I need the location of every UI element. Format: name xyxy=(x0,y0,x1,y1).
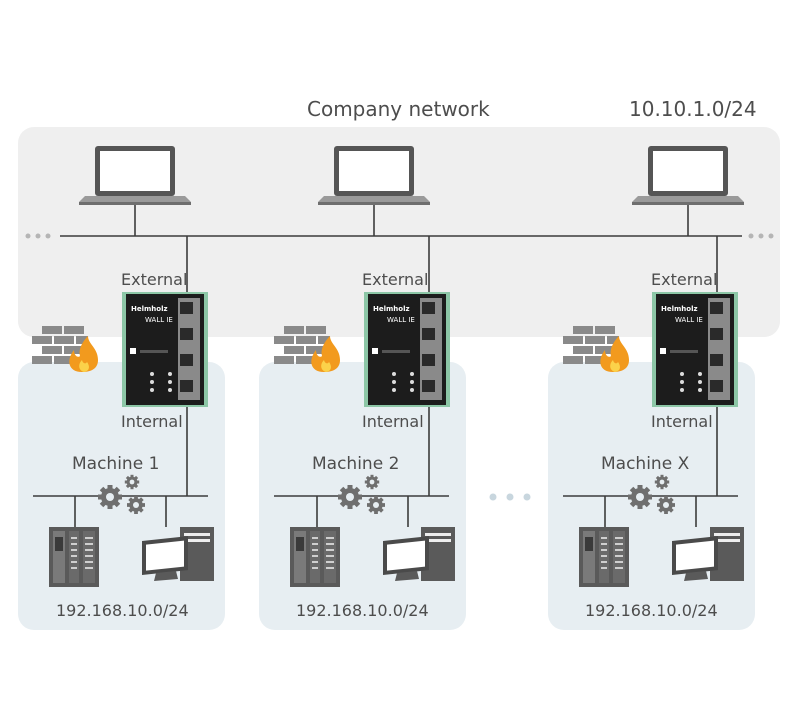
company-network-title: Company network xyxy=(307,97,490,121)
machine-x-name: Machine X xyxy=(601,454,690,474)
machine-2-subnet: 192.168.10.0/24 xyxy=(296,601,429,620)
plc-icon xyxy=(579,527,629,587)
firewall-device-2 xyxy=(364,292,450,407)
machine-1-name: Machine 1 xyxy=(72,454,160,474)
firewall-1-external-label: External xyxy=(121,270,188,289)
company-network-subnet: 10.10.1.0/24 xyxy=(629,97,757,121)
firewall-2-brand: Helmholz xyxy=(373,305,410,313)
laptop-icon xyxy=(632,146,744,205)
firewall-1-internal-label: Internal xyxy=(121,412,183,431)
firewall-2-model: WALL IE xyxy=(387,316,415,324)
plc-icon xyxy=(290,527,340,587)
firewall-x-model: WALL IE xyxy=(675,316,703,324)
ellipsis-right-icon xyxy=(748,233,774,239)
firewall-x-internal-label: Internal xyxy=(651,412,713,431)
ellipsis-left-icon xyxy=(25,233,51,239)
firewall-device-1 xyxy=(122,292,208,407)
gears-icon xyxy=(628,474,675,514)
firewall-flame-icon xyxy=(274,326,340,372)
plc-icon xyxy=(49,527,99,587)
firewall-flame-icon xyxy=(32,326,98,372)
firewall-2-external-label: External xyxy=(362,270,429,289)
workstation-icon xyxy=(383,527,455,581)
laptop-icon xyxy=(318,146,430,205)
workstation-icon xyxy=(142,527,214,581)
machine-2-name: Machine 2 xyxy=(312,454,400,474)
firewall-x-brand: Helmholz xyxy=(661,305,698,313)
ellipsis-machines-icon xyxy=(489,493,531,501)
machine-x-subnet: 192.168.10.0/24 xyxy=(585,601,718,620)
firewall-flame-icon xyxy=(563,326,629,372)
firewall-device-x xyxy=(652,292,738,407)
workstation-icon xyxy=(672,527,744,581)
gears-icon xyxy=(338,474,385,514)
firewall-1-model: WALL IE xyxy=(145,316,173,324)
firewall-1-brand: Helmholz xyxy=(131,305,168,313)
laptop-icon xyxy=(79,146,191,205)
gears-icon xyxy=(98,474,145,514)
firewall-2-internal-label: Internal xyxy=(362,412,424,431)
machine-1-subnet: 192.168.10.0/24 xyxy=(56,601,189,620)
firewall-x-external-label: External xyxy=(651,270,718,289)
